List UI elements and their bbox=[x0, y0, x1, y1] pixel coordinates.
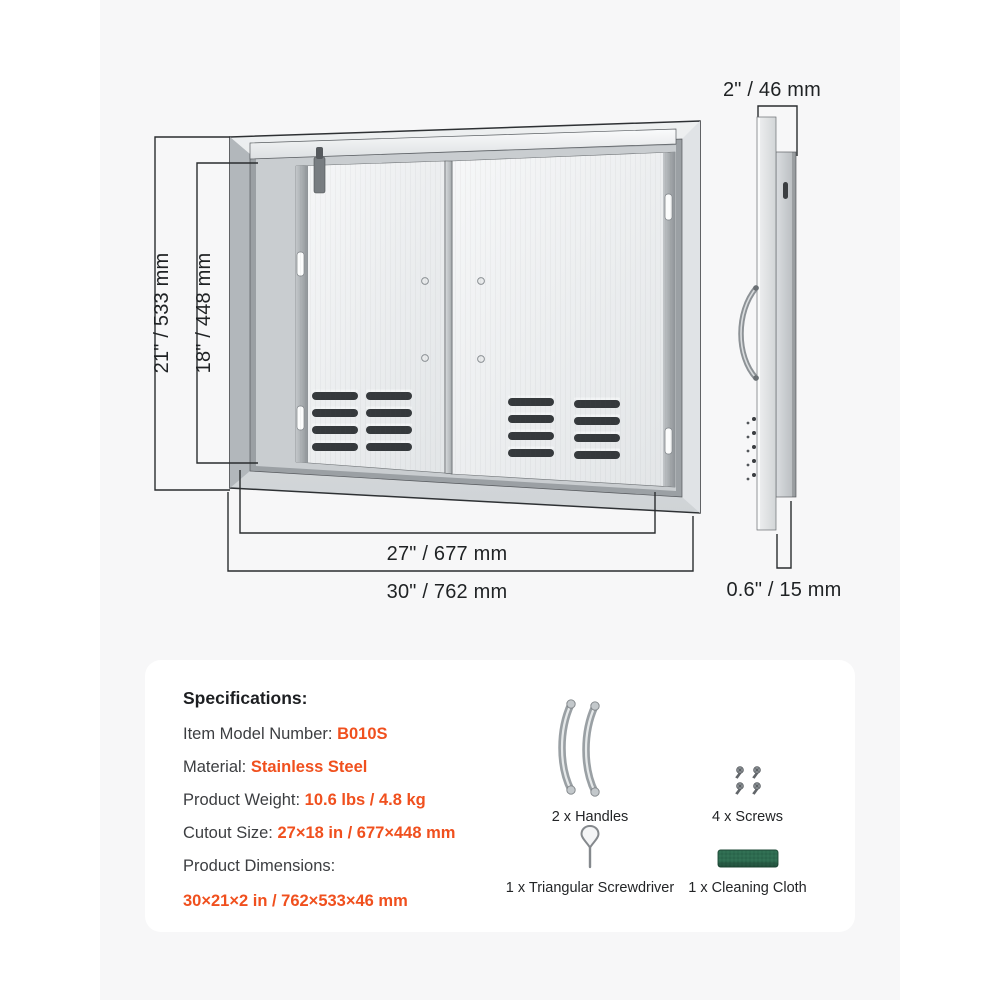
front-view-drawing bbox=[229, 120, 701, 514]
side-hinge-slot bbox=[783, 182, 788, 199]
side-handle bbox=[738, 285, 759, 381]
triangular-screwdriver-icon bbox=[580, 824, 600, 869]
dim-label-inner-height: 18" / 448 mm bbox=[193, 253, 215, 374]
spec-value: Stainless Steel bbox=[250, 758, 368, 776]
screws-icon bbox=[734, 766, 761, 796]
frame-left-face bbox=[230, 137, 250, 488]
spec-row-material: Material: Stainless Steel bbox=[183, 758, 483, 776]
spec-value: 10.6 lbs / 4.8 kg bbox=[304, 791, 426, 809]
product-dimensions-value: 30×21×2 in / 762×533×46 mm bbox=[183, 892, 408, 910]
door-top-rail bbox=[249, 128, 677, 160]
specifications-card: Specifications: Item Model Number: B010S… bbox=[145, 660, 855, 932]
accessory-label: 1 x Cleaning Cloth bbox=[688, 880, 807, 896]
dim-line-18in bbox=[196, 162, 258, 464]
spec-row-weight: Product Weight: 10.6 lbs / 4.8 kg bbox=[183, 791, 483, 809]
technical-drawing: 21" / 533 mm 18" / 448 mm 27" / 677 mm 3… bbox=[151, 79, 841, 603]
accessory-label: 4 x Screws bbox=[712, 809, 783, 825]
side-view-drawing bbox=[738, 105, 798, 569]
dim-label-outer-width: 30" / 762 mm bbox=[387, 581, 508, 603]
dim-line-30in bbox=[227, 492, 694, 572]
accessory-label: 1 x Triangular Screwdriver bbox=[505, 880, 675, 896]
accessory-screwdriver: 1 x Triangular Screwdriver bbox=[500, 820, 680, 896]
dim-line-27in bbox=[239, 470, 656, 534]
spec-label: Product Dimensions: bbox=[183, 857, 336, 875]
side-vent-screws bbox=[746, 417, 756, 481]
specs-title: Specifications: bbox=[183, 688, 308, 708]
spec-label: Item Model Number: bbox=[183, 725, 338, 743]
side-body-shadow bbox=[792, 152, 796, 497]
side-flange-highlight bbox=[757, 118, 760, 529]
spec-label: Material: bbox=[183, 758, 251, 776]
spec-value: 27×18 in / 677×448 mm bbox=[277, 824, 456, 842]
dim-line-21in bbox=[154, 136, 230, 491]
specifications-list: Specifications: Item Model Number: B010S… bbox=[183, 688, 483, 910]
top-hinge-pin bbox=[316, 147, 323, 159]
spec-row-dimensions: Product Dimensions: bbox=[183, 857, 483, 875]
side-front-flange bbox=[756, 116, 777, 531]
accessory-label: 2 x Handles bbox=[551, 809, 629, 825]
spec-row-model: Item Model Number: B010S bbox=[183, 725, 483, 743]
spec-value: B010S bbox=[337, 725, 388, 743]
spec-label: Cutout Size: bbox=[183, 824, 278, 842]
accessory-handles: 2 x Handles bbox=[500, 685, 680, 825]
spec-label: Product Weight: bbox=[183, 791, 305, 809]
gray-background-panel: 21" / 533 mm 18" / 448 mm 27" / 677 mm 3… bbox=[100, 0, 900, 1000]
spec-row-cutout: Cutout Size: 27×18 in / 677×448 mm bbox=[183, 824, 483, 842]
accessory-cloth: 1 x Cleaning Cloth bbox=[665, 820, 830, 896]
brushed-texture bbox=[296, 152, 675, 487]
handles-icon bbox=[555, 698, 625, 798]
dim-label-thickness: 0.6" / 15 mm bbox=[726, 579, 841, 601]
frame-right-face bbox=[682, 121, 700, 513]
dimension-lines bbox=[154, 136, 694, 572]
dim-label-inner-width: 27" / 677 mm bbox=[387, 543, 508, 565]
dim-label-outer-height: 21" / 533 mm bbox=[151, 253, 173, 374]
dim-label-depth: 2" / 46 mm bbox=[723, 79, 821, 101]
cleaning-cloth-icon bbox=[717, 849, 778, 868]
dim-line-06in bbox=[776, 501, 792, 569]
accessory-screws: 4 x Screws bbox=[665, 685, 830, 825]
